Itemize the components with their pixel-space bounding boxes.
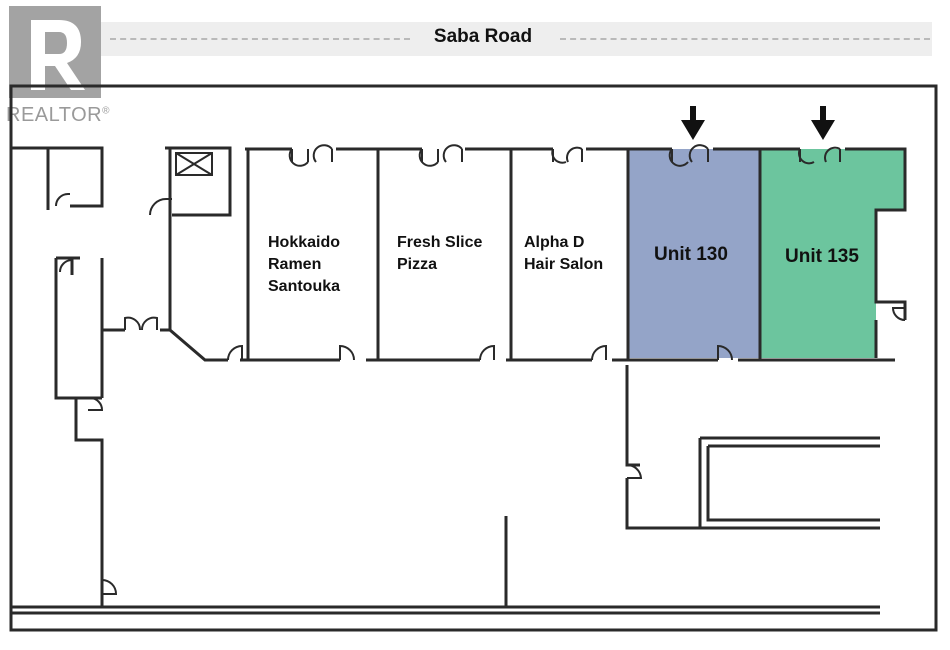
road-dash-right <box>560 38 930 40</box>
walls <box>9 84 938 632</box>
realtor-wordmark: REALTOR® <box>6 104 110 126</box>
arrow-down-icon <box>681 106 705 140</box>
unit-label-alpha-d: Alpha D Hair Salon <box>524 234 603 273</box>
unit-label-130: Unit 130 <box>654 244 728 265</box>
arrow-indicators <box>681 106 835 140</box>
unit-label-hokkaido: Hokkaido Ramen Santouka <box>268 234 344 295</box>
arrow-down-icon <box>811 106 835 140</box>
unit-label-fresh-slice: Fresh Slice Pizza <box>397 234 487 273</box>
road-dash-left <box>110 38 410 40</box>
unit-135-area[interactable] <box>761 149 905 358</box>
door-swings <box>55 144 906 595</box>
unit-label-135: Unit 135 <box>785 246 859 267</box>
unit-130-area[interactable] <box>629 149 759 358</box>
realtor-logo-icon <box>9 6 101 98</box>
